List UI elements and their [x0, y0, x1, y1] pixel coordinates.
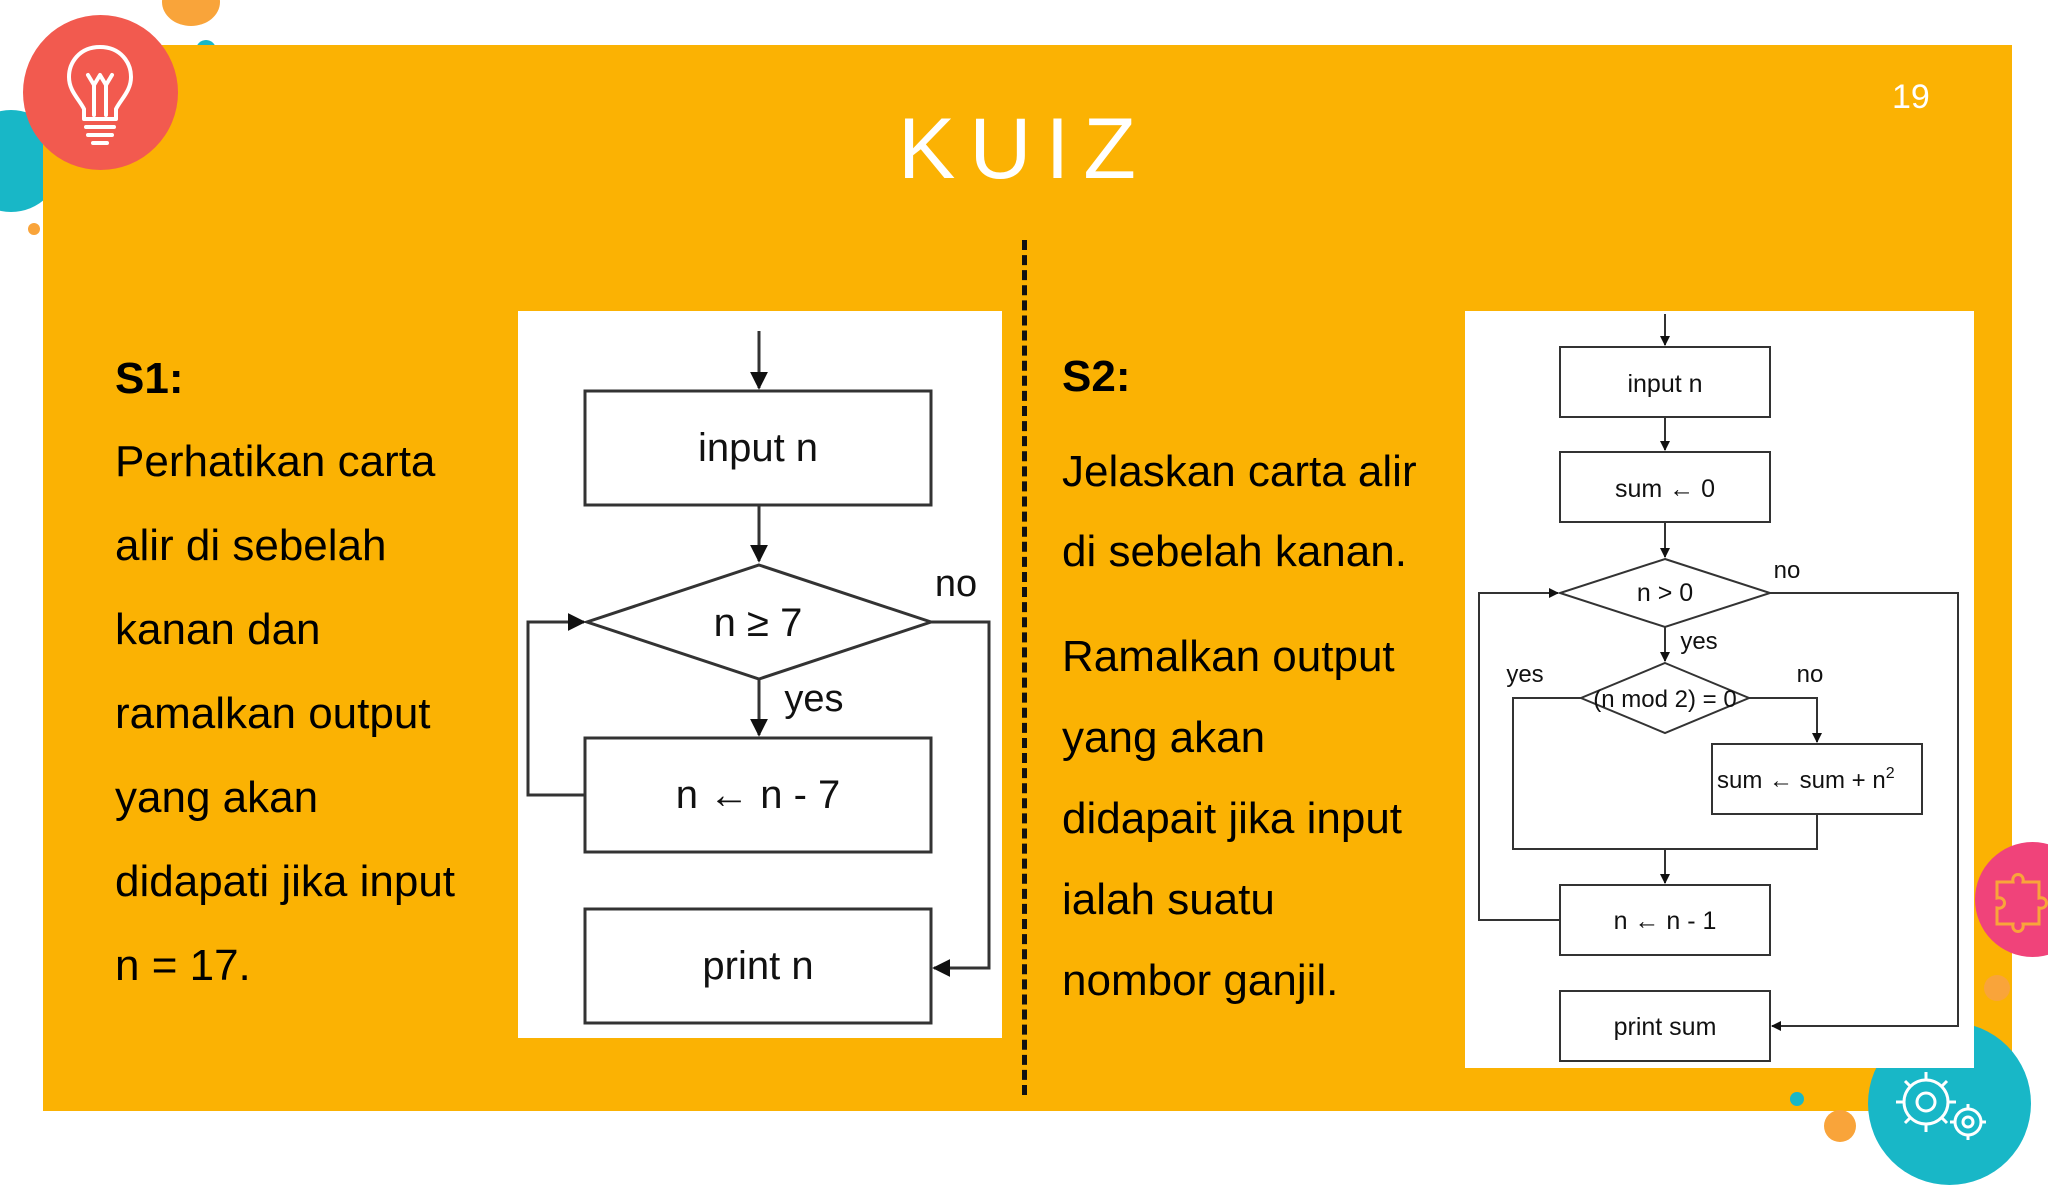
s2-condition1-label: n > 0 — [1637, 579, 1693, 607]
s1-line: kanan dan — [115, 605, 321, 654]
s2-line: ialah suatu — [1062, 875, 1275, 924]
s1-yes-label: yes — [784, 678, 843, 720]
s2-decrement-label: n ← n - 1 — [1614, 907, 1717, 935]
s2-line: Jelaskan carta alir — [1062, 447, 1417, 496]
s2-loop-back — [1478, 588, 1560, 921]
s1-output-label: print n — [702, 944, 813, 988]
puzzle-circle — [1975, 842, 2048, 957]
s2-sum-label: sum ← sum + n2 — [1717, 765, 1895, 794]
s2-flowchart: input n sum ← 0 n > 0 no yes (n mod 2) =… — [1465, 311, 1974, 1068]
s2-line: nombor ganjil. — [1062, 956, 1339, 1005]
s1-no-label: no — [935, 563, 977, 605]
s2-no1-label: no — [1774, 557, 1801, 584]
s2-sum-exponent: 2 — [1886, 765, 1895, 782]
s1-line: didapati jika input — [115, 857, 456, 906]
s1-input-label: input n — [698, 426, 818, 470]
s2-line: didapait jika input — [1062, 794, 1403, 843]
s2-arrow-no2 — [1749, 697, 1822, 743]
s2-condition2-label: (n mod 2) = 0 — [1593, 686, 1736, 713]
page-number: 19 — [1892, 78, 1930, 116]
lightbulb-icon — [67, 45, 133, 145]
s1-heading: S1: — [115, 354, 184, 403]
s2-input-label: input n — [1627, 370, 1702, 398]
s2-line: di sebelah kanan. — [1062, 527, 1407, 576]
dashed-divider — [1022, 240, 1027, 1095]
s1-output-box — [583, 907, 933, 1025]
s1-line: alir di sebelah — [115, 521, 387, 570]
s2-line: yang akan — [1062, 713, 1266, 762]
s2-yes2-path — [1512, 697, 1818, 850]
s1-process-label: n ← n - 7 — [676, 773, 841, 817]
s1-arrow-no — [931, 620, 991, 977]
s1-line: ramalkan output — [115, 689, 431, 738]
s2-output-label: print sum — [1614, 1013, 1717, 1041]
decor-circle-orange-right — [1984, 975, 2010, 1001]
gears-icon — [1896, 1072, 1986, 1140]
s2-init-label: sum ← 0 — [1615, 475, 1715, 503]
s2-condition2-diamond — [1578, 661, 1752, 735]
decor-circle-orange-bottom — [1824, 1110, 1856, 1142]
s2-output-box — [1559, 990, 1771, 1062]
s2-no2-label: no — [1797, 661, 1824, 688]
s2-arrow-no1 — [1770, 592, 1959, 1031]
s2-sum-text: sum ← sum + n — [1717, 767, 1886, 794]
lightbulb-circle — [23, 15, 178, 170]
s2-yes2-label: yes — [1506, 661, 1543, 688]
s1-flowchart: input n n ≥ 7 no yes n ← n - 7 print n — [518, 311, 1002, 1038]
s2-line: Ramalkan output — [1062, 632, 1395, 681]
s2-instruction: Jelaskan carta alir di sebelah kanan. — [1062, 432, 1417, 592]
decor-circle-teal-dot — [1790, 1092, 1804, 1106]
s2-yes1-label: yes — [1680, 628, 1717, 655]
s1-line: n = 17. — [115, 941, 251, 990]
s1-line: yang akan — [115, 773, 319, 822]
s1-loop-back — [526, 613, 586, 797]
puzzle-icon — [1995, 873, 2048, 933]
s1-question: Perhatikan carta alir di sebelah kanan d… — [115, 420, 455, 1008]
slide-title: KUIZ — [898, 101, 1150, 197]
s2-question: Ramalkan output yang akan didapait jika … — [1062, 616, 1402, 1021]
s1-condition-label: n ≥ 7 — [714, 601, 803, 645]
decor-circle-orange-dot — [28, 223, 40, 235]
s2-heading: S2: — [1062, 352, 1131, 401]
s1-line: Perhatikan carta — [115, 437, 436, 486]
